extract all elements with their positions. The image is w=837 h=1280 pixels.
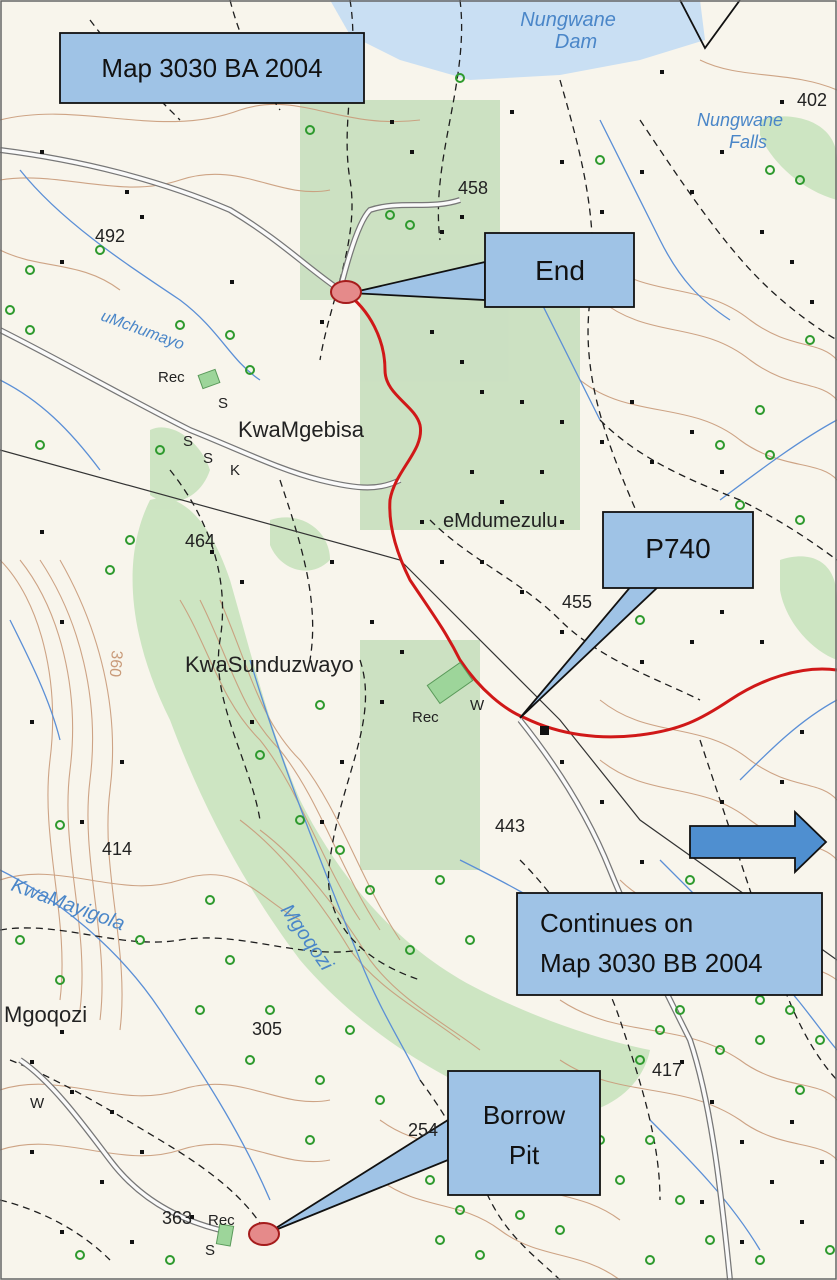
spot-height-254: 254 — [408, 1120, 438, 1140]
place-mgoqozi: Mgoqozi — [4, 1002, 87, 1027]
spot-height-414: 414 — [102, 839, 132, 859]
borrow-pit-line1: Borrow — [483, 1100, 566, 1130]
buildings — [30, 70, 824, 1244]
spot-height-417: 417 — [652, 1060, 682, 1080]
symbol-s-1: S — [218, 395, 228, 412]
route-line — [344, 290, 837, 739]
end-callout-label: End — [535, 255, 585, 286]
recreation-areas — [197, 368, 474, 1247]
place-emdumezulu: eMdumezulu — [443, 510, 558, 532]
spot-heights: 402 458 492 464 455 443 414 360 305 254 … — [95, 90, 827, 1228]
continues-arrow-icon — [689, 809, 828, 875]
road-callout-label: P740 — [645, 533, 710, 564]
spot-height-458: 458 — [458, 178, 488, 198]
nungwane-dam — [330, 0, 705, 80]
spot-height-363: 363 — [162, 1208, 192, 1228]
tree-symbols — [5, 73, 835, 1265]
boundary-line — [679, 0, 741, 50]
spot-height-402: 402 — [797, 90, 827, 110]
symbol-w-1: W — [470, 697, 485, 714]
map-symbol-letters: Rec Rec Rec S S S S K W W — [30, 369, 485, 1259]
continues-line2: Map 3030 BB 2004 — [540, 948, 763, 978]
water-nungwane-dam-line1: Nungwane — [520, 9, 616, 31]
symbol-s-4: S — [205, 1242, 215, 1259]
spot-height-492: 492 — [95, 226, 125, 246]
borrow-pit-callout-box — [447, 1070, 601, 1196]
symbol-s-2: S — [183, 433, 193, 450]
water-nungwane-falls-line1: Nungwane — [697, 110, 783, 130]
map-title: Map 3030 BA 2004 — [101, 53, 322, 83]
end-marker — [330, 280, 362, 304]
borrow-pit-marker — [248, 1222, 280, 1246]
symbol-rec-1: Rec — [158, 369, 185, 386]
symbol-k-1: K — [230, 462, 240, 479]
callout-pointers — [267, 260, 663, 1234]
symbol-rec-2: Rec — [412, 709, 439, 726]
spot-height-443: 443 — [495, 816, 525, 836]
spot-height-455: 455 — [562, 592, 592, 612]
spot-height-305: 305 — [252, 1019, 282, 1039]
spot-height-464: 464 — [185, 531, 215, 551]
continues-callout-box — [516, 892, 823, 996]
road-callout-box — [602, 511, 754, 589]
rivers — [0, 119, 837, 1251]
symbol-s-3: S — [203, 450, 213, 467]
symbol-w-2: W — [30, 1095, 45, 1112]
water-nungwane-falls-line2: Falls — [729, 132, 767, 152]
symbol-rec-3: Rec — [208, 1212, 235, 1229]
vegetation-areas — [132, 116, 837, 1117]
end-callout-box — [484, 232, 635, 308]
place-kwamgebisa: KwaMgebisa — [238, 417, 365, 442]
map-title-box — [59, 32, 365, 104]
continues-line1: Continues on — [540, 908, 693, 938]
borrow-pit-line2: Pit — [509, 1140, 540, 1170]
place-kwasunduzwayo: KwaSunduzwayo — [185, 652, 354, 677]
power-line — [0, 449, 837, 961]
contour-label-360: 360 — [106, 650, 125, 678]
water-nungwane-dam-line2: Dam — [555, 31, 597, 53]
